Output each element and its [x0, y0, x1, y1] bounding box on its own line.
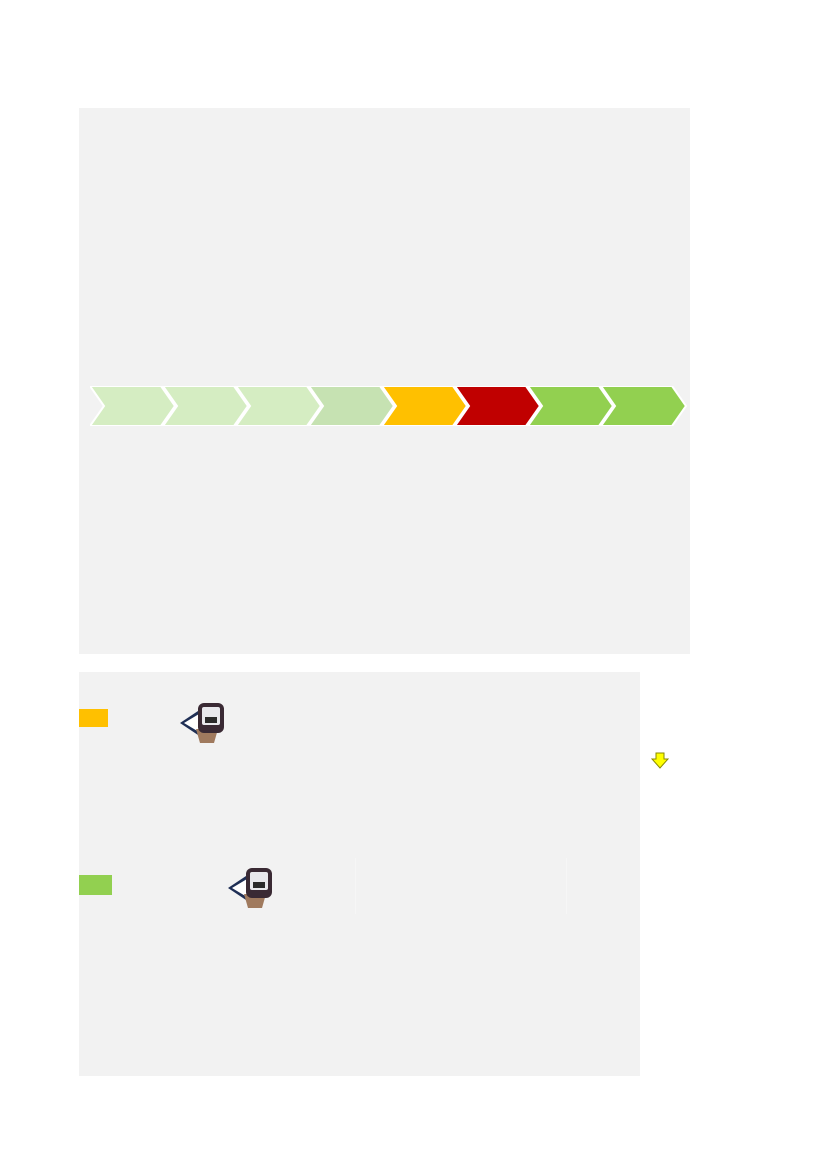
process-chevron-bar: [90, 386, 690, 426]
arrow-down-icon: [651, 752, 669, 769]
process-step-chevron: [90, 386, 177, 426]
process-step-chevron: [307, 386, 396, 426]
handheld-device-icon: [228, 868, 272, 908]
handheld-device-icon: [180, 703, 224, 743]
process-panel: [79, 108, 690, 654]
chevron-graphic: [90, 386, 688, 426]
green-legend-swatch: [79, 875, 112, 895]
legend-panel: [79, 672, 640, 1076]
process-step-chevron: [161, 386, 250, 426]
process-step-chevron: [380, 386, 469, 426]
process-step-chevron: [234, 386, 323, 426]
orange-legend-swatch: [79, 709, 108, 727]
process-step-chevron: [599, 386, 688, 426]
empty-text-frame: [355, 858, 567, 914]
process-step-chevron: [526, 386, 615, 426]
process-step-chevron: [453, 386, 542, 426]
